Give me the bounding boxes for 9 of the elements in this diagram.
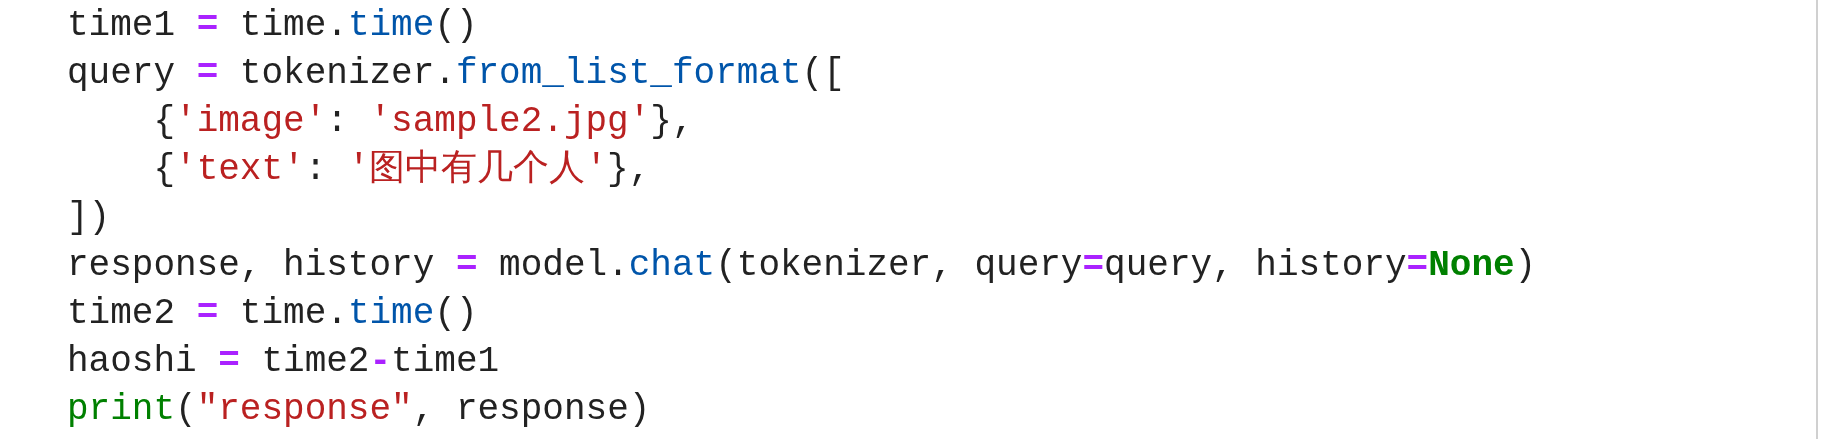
code-line: print("response", response) bbox=[67, 388, 651, 432]
code-line: {'text': '图中有几个人'}, bbox=[152, 148, 651, 192]
code-line: response, history = model.chat(tokenizer, query=query, history=None) bbox=[67, 244, 1537, 288]
code-line: query = tokenizer.from_list_format([ bbox=[67, 52, 845, 96]
code-line: ]) bbox=[67, 196, 111, 240]
code-line: {'image': 'sample2.jpg'}, bbox=[152, 100, 694, 144]
code-line: time1 = time.time() bbox=[67, 4, 478, 48]
code-line: haoshi = time2-time1 bbox=[67, 340, 500, 384]
code-line: time2 = time.time() bbox=[67, 292, 478, 336]
